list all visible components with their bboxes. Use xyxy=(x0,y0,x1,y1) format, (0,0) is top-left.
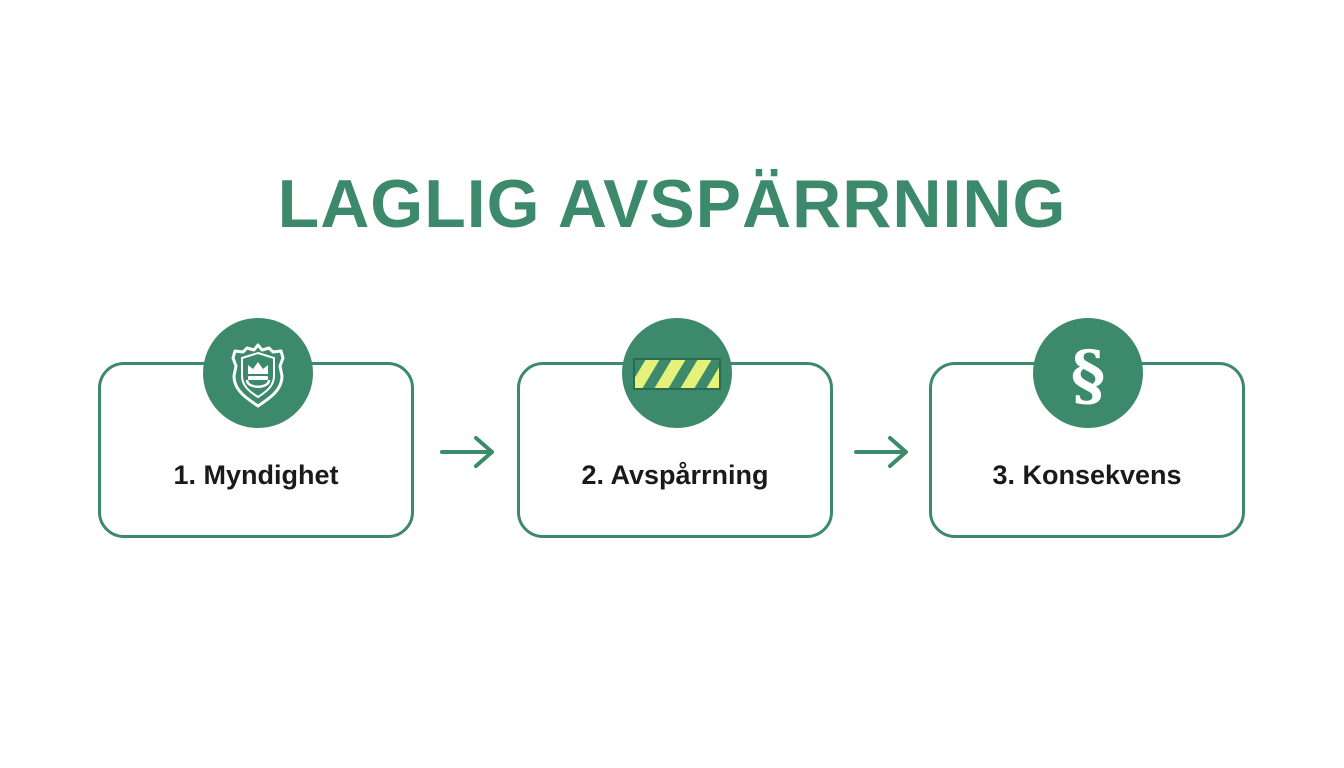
barrier-tape-icon xyxy=(622,318,732,428)
section-glyph: § xyxy=(1071,336,1106,414)
arrow-right-icon xyxy=(440,436,494,468)
arrow-right-icon xyxy=(854,436,908,468)
step-label: 2. Avspårrning xyxy=(581,460,769,490)
page-title: LAGLIG AVSPÄRRNING xyxy=(277,165,1067,242)
section-sign-icon: § xyxy=(1033,318,1143,428)
step-label: 3. Konsekvens xyxy=(992,460,1182,490)
step-label: 1. Myndighet xyxy=(173,460,339,490)
step-box-avsparrning: 2. Avspårrning xyxy=(517,362,833,538)
police-badge-icon xyxy=(203,318,313,428)
